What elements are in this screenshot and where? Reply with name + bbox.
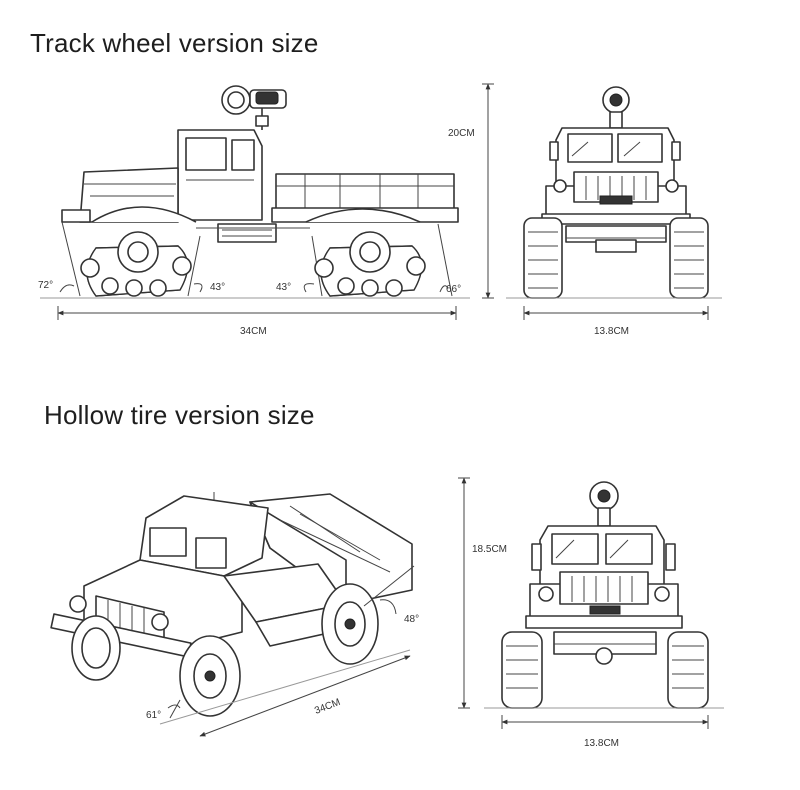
angle-label-43-rear: 43° <box>276 282 291 293</box>
hollow-truck-iso-view <box>50 492 415 725</box>
hollow-height-label: 18.5CM <box>472 544 507 555</box>
section-title-track: Track wheel version size <box>30 28 319 58</box>
track-length-dimension <box>57 306 457 320</box>
angle-label-61: 61° <box>146 710 161 721</box>
iso-wheel-rear-right <box>321 583 379 665</box>
hollow-length-dimension <box>199 655 411 737</box>
track-length-label: 34CM <box>240 326 267 337</box>
angle-label-72: 72° <box>38 280 53 291</box>
angle-label-66: 66° <box>446 284 461 295</box>
hollow-truck-front-view <box>484 481 724 709</box>
track-height-dimension <box>482 83 494 299</box>
angle-label-48: 48° <box>404 614 419 625</box>
iso-wheel-front-right <box>179 635 241 717</box>
track-truck-front-view <box>506 86 722 299</box>
section-title-hollow: Hollow tire version size <box>44 400 315 430</box>
track-truck-side-view <box>40 85 470 299</box>
track-width-label: 13.8CM <box>594 326 629 337</box>
hollow-width-label: 13.8CM <box>584 738 619 749</box>
hollow-height-dimension <box>458 477 470 709</box>
track-width-dimension <box>523 306 709 320</box>
hollow-width-dimension <box>501 715 709 729</box>
angle-label-43-front: 43° <box>210 282 225 293</box>
rear-track <box>314 231 426 297</box>
hollow-length-label: 34CM <box>313 697 342 717</box>
front-track <box>80 231 192 297</box>
track-height-label: 20CM <box>448 128 475 139</box>
iso-wheel-front-left <box>71 615 121 681</box>
